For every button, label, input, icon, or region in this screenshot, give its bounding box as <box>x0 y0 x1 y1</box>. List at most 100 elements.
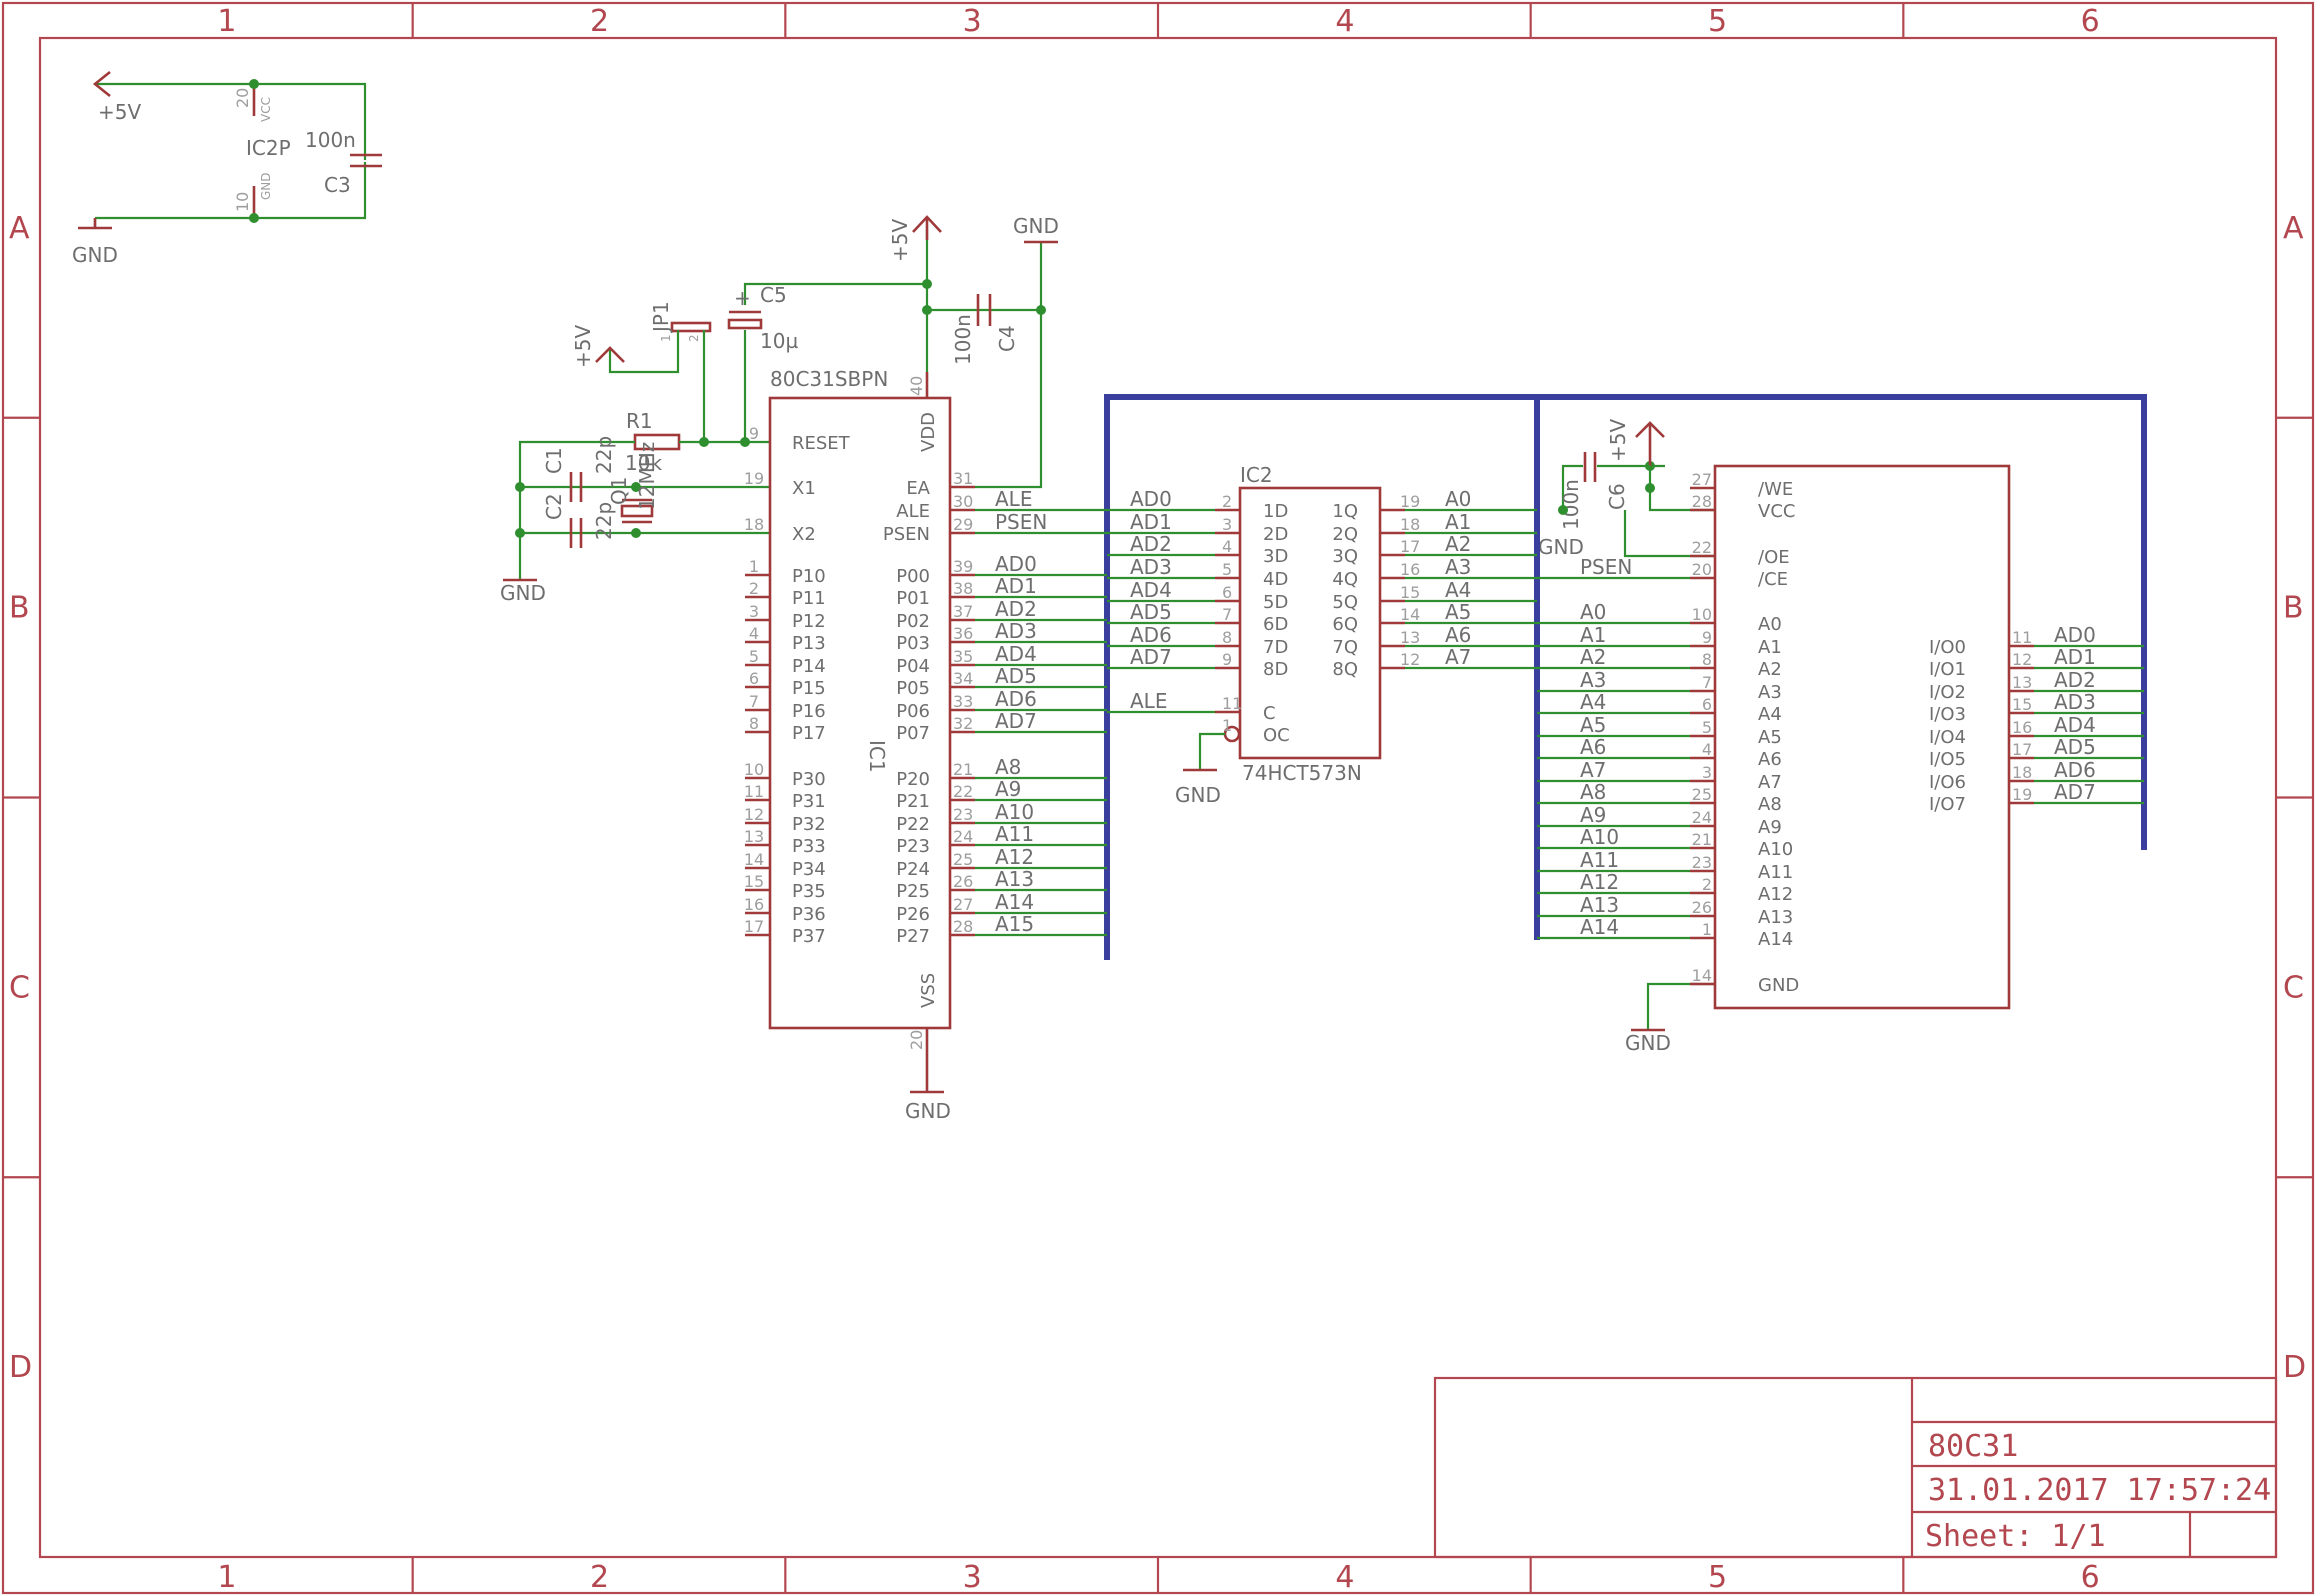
ic1-pin-label-p36: P36 <box>792 904 826 925</box>
ic2-net-a0: A0 <box>1445 487 1471 511</box>
frame-row-right-D: D <box>2283 1350 2306 1385</box>
ic2p-vcc-pin-number: 20 <box>233 88 252 108</box>
ic3-net-ad7: AD7 <box>2054 780 2096 804</box>
ic1-pin-number: 5 <box>749 647 759 666</box>
ic1-pin-label-p20: P20 <box>896 769 930 790</box>
ic1-net-a11: A11 <box>995 822 1034 846</box>
frame-col-top-5: 5 <box>1708 4 1727 39</box>
frame-row-right-C: C <box>2283 970 2304 1005</box>
ic1-pin-number: 18 <box>744 515 764 534</box>
ic3-pin-number: 18 <box>2012 763 2032 782</box>
ic1-net-ale: ALE <box>995 487 1032 511</box>
c5-value: 10µ <box>760 329 798 353</box>
ic1-pin-label-p21: P21 <box>896 791 930 812</box>
jp1-supply-label: +5V <box>571 325 595 368</box>
ic2-net-ad3: AD3 <box>1130 555 1172 579</box>
ic1-pin-number: 39 <box>953 557 973 576</box>
frame-col-bottom-1: 1 <box>217 1560 236 1595</box>
ic1-net-a15: A15 <box>995 912 1034 936</box>
ic1-pin-number: 11 <box>744 782 764 801</box>
c1-value: 22p <box>592 436 616 474</box>
ic2p-gnd-pin-number: 10 <box>233 192 252 212</box>
frame-row-left-C: C <box>9 970 30 1005</box>
ic1-pin-label-ea: EA <box>906 478 930 499</box>
frame-row-left-B: B <box>9 591 30 626</box>
r1-name: R1 <box>626 409 653 433</box>
ic3-net-a3: A3 <box>1580 668 1606 692</box>
frame-col-top-3: 3 <box>963 4 982 39</box>
ic3-pin-number: 19 <box>2012 785 2032 804</box>
ic3-pin-number: 11 <box>2012 628 2032 647</box>
c2-value: 22p <box>592 502 616 540</box>
ic3-pin-number: 6 <box>1702 695 1712 714</box>
ic2-net-a5: A5 <box>1445 600 1471 624</box>
c3-value: 100n <box>305 128 356 152</box>
ic1-pin-number: 16 <box>744 895 764 914</box>
ic2-net-ale: ALE <box>1130 689 1167 713</box>
ic1-net-a8: A8 <box>995 755 1021 779</box>
ic2-pin-number: 16 <box>1400 560 1420 579</box>
frame-col-top-6: 6 <box>2081 4 2100 39</box>
title-block-sheet: Sheet: 1/1 <box>1925 1519 2106 1554</box>
ic2-pin-label-3q: 3Q <box>1332 546 1358 567</box>
ic1-net-a13: A13 <box>995 867 1034 891</box>
ic2-pin-number: 2 <box>1222 492 1232 511</box>
ic3-pin-label-we: /WE <box>1758 479 1793 500</box>
ic2-net-a6: A6 <box>1445 623 1471 647</box>
ic1-pin-label-p01: P01 <box>896 588 930 609</box>
ic3-pin-number: 1 <box>1702 920 1712 939</box>
ic1-pin-number: 4 <box>749 624 759 643</box>
ic1-pin-number: 7 <box>749 692 759 711</box>
ic3-pin-number: 13 <box>2012 673 2032 692</box>
ic2-pin-label-7q: 7Q <box>1332 637 1358 658</box>
ic3-pin-label-io6: I/O6 <box>1929 772 1966 793</box>
ic3-pin-number: 17 <box>2012 740 2032 759</box>
ic1-pin-label-x1: X1 <box>792 478 816 499</box>
ic3-pin-number: 9 <box>1702 628 1712 647</box>
ic2p-gnd-label: GND <box>259 172 273 200</box>
ic1-pin-label-p12: P12 <box>792 611 826 632</box>
ic2-part: 74HCT573N <box>1242 761 1362 785</box>
ic3-pin-number: 21 <box>1692 830 1712 849</box>
ic1-pin-number: 28 <box>953 917 973 936</box>
ic3-pin-label-ce: /CE <box>1758 569 1788 590</box>
cpu-support-network: +5V GND 100n C4 + C5 10µ JP1 1 2 +5V R1 … <box>500 214 1059 605</box>
ic2p-name: IC2P <box>246 136 291 160</box>
ic1-vdd-pin: 40 <box>907 376 926 396</box>
ic2p-gnd-supply-label: GND <box>72 243 118 267</box>
frame-col-bottom-2: 2 <box>590 1560 609 1595</box>
ic1-pin-number: 10 <box>744 760 764 779</box>
ic3-pin-label-a6: A6 <box>1758 749 1782 770</box>
ic3-pin-label-a7: A7 <box>1758 772 1782 793</box>
ic1-vss-pin: 20 <box>907 1030 926 1050</box>
ic1-pin-label-p17: P17 <box>792 723 826 744</box>
ic1-pin-number: 22 <box>953 782 973 801</box>
ic3-pin-label-a9: A9 <box>1758 817 1782 838</box>
ic2-pin-label-8q: 8Q <box>1332 659 1358 680</box>
ic1-pin-label-p37: P37 <box>792 926 826 947</box>
c5-name: C5 <box>760 283 787 307</box>
ic1-pin-label-p07: P07 <box>896 723 930 744</box>
ic3-pin-number: 25 <box>1692 785 1712 804</box>
ic2-pin-label-1q: 1Q <box>1332 501 1358 522</box>
ic1-net-ad5: AD5 <box>995 664 1037 688</box>
ic2-net-ad1: AD1 <box>1130 510 1172 534</box>
frame-col-top-2: 2 <box>590 4 609 39</box>
ic3-pin-number: 28 <box>1692 492 1712 511</box>
ic3-pin-label-a0: A0 <box>1758 614 1782 635</box>
ic2-pin-label-6d: 6D <box>1263 614 1288 635</box>
ic1-pin-label-reset: RESET <box>792 433 851 454</box>
ic2-net-ad6: AD6 <box>1130 623 1172 647</box>
ic3-net-psen: PSEN <box>1580 555 1632 579</box>
ic2-pin-label-c: C <box>1263 703 1276 724</box>
c1-name: C1 <box>542 447 566 474</box>
c6-gnd-label: GND <box>1538 535 1584 559</box>
ic3-net-ad2: AD2 <box>2054 668 2096 692</box>
ic2-net-ad5: AD5 <box>1130 600 1172 624</box>
ic1-pin-number: 27 <box>953 895 973 914</box>
ic2-pin-number: 7 <box>1222 605 1232 624</box>
ic3-pin-number: 20 <box>1692 560 1712 579</box>
ic1-net-ad3: AD3 <box>995 619 1037 643</box>
ic1-pin-number: 25 <box>953 850 973 869</box>
